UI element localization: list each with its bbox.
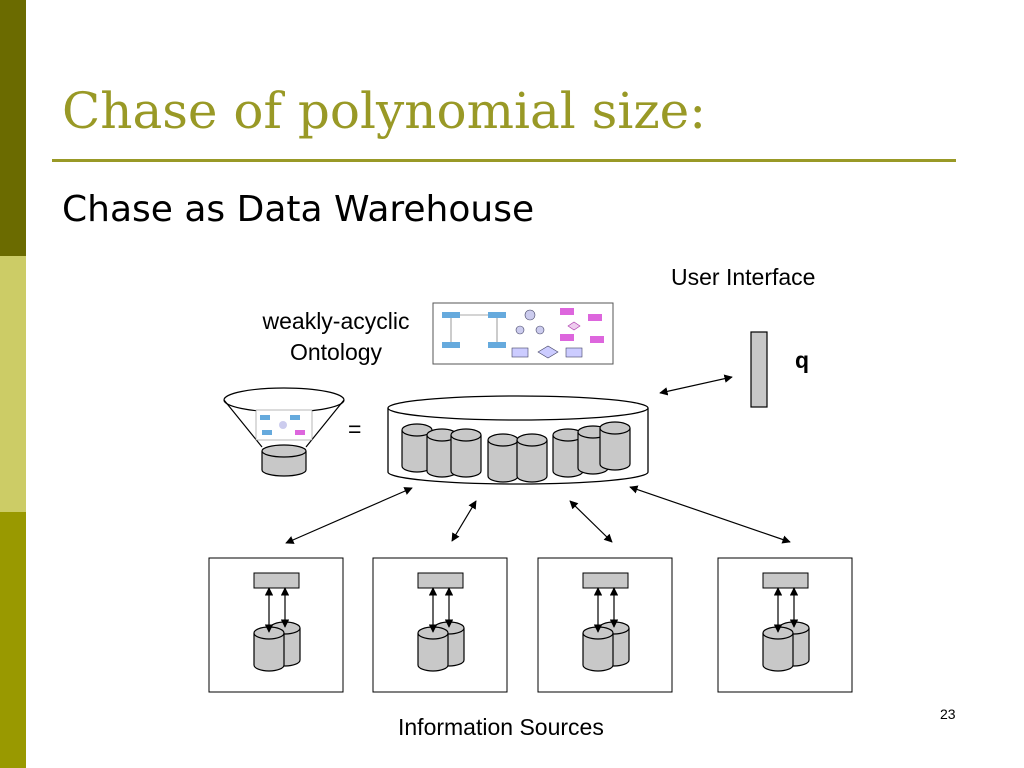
data-warehouse-cylinder xyxy=(387,395,649,485)
information-source-1 xyxy=(208,557,344,693)
ontology-diagram-thumbnail xyxy=(432,302,614,365)
information-source-4 xyxy=(717,557,853,693)
source-arrow-1 xyxy=(285,487,413,544)
ontology-label-line1: weakly-acyclic xyxy=(262,308,410,334)
source-arrow-2 xyxy=(451,500,477,542)
information-source-3 xyxy=(537,557,673,693)
slide-subtitle: Chase as Data Warehouse xyxy=(62,189,535,230)
information-source-2 xyxy=(372,557,508,693)
sidebar-band-dark xyxy=(0,0,26,256)
ui-warehouse-arrow xyxy=(659,374,733,396)
sidebar-band-light xyxy=(0,256,26,512)
page-number: 23 xyxy=(940,706,956,722)
user-interface-label: User Interface xyxy=(671,264,816,290)
user-interface-bar xyxy=(750,331,768,408)
ontology-label-line2: Ontology xyxy=(289,339,383,365)
query-label: q xyxy=(795,347,810,373)
ontology-funnel xyxy=(223,387,345,477)
slide-title: Chase of polynomial size: xyxy=(62,82,707,140)
sidebar-band-medium xyxy=(0,512,26,768)
title-divider xyxy=(52,159,956,162)
source-arrow-3 xyxy=(569,500,613,543)
information-sources-label: Information Sources xyxy=(398,714,604,740)
equals-sign: = xyxy=(348,416,362,442)
source-arrow-4 xyxy=(629,485,791,544)
